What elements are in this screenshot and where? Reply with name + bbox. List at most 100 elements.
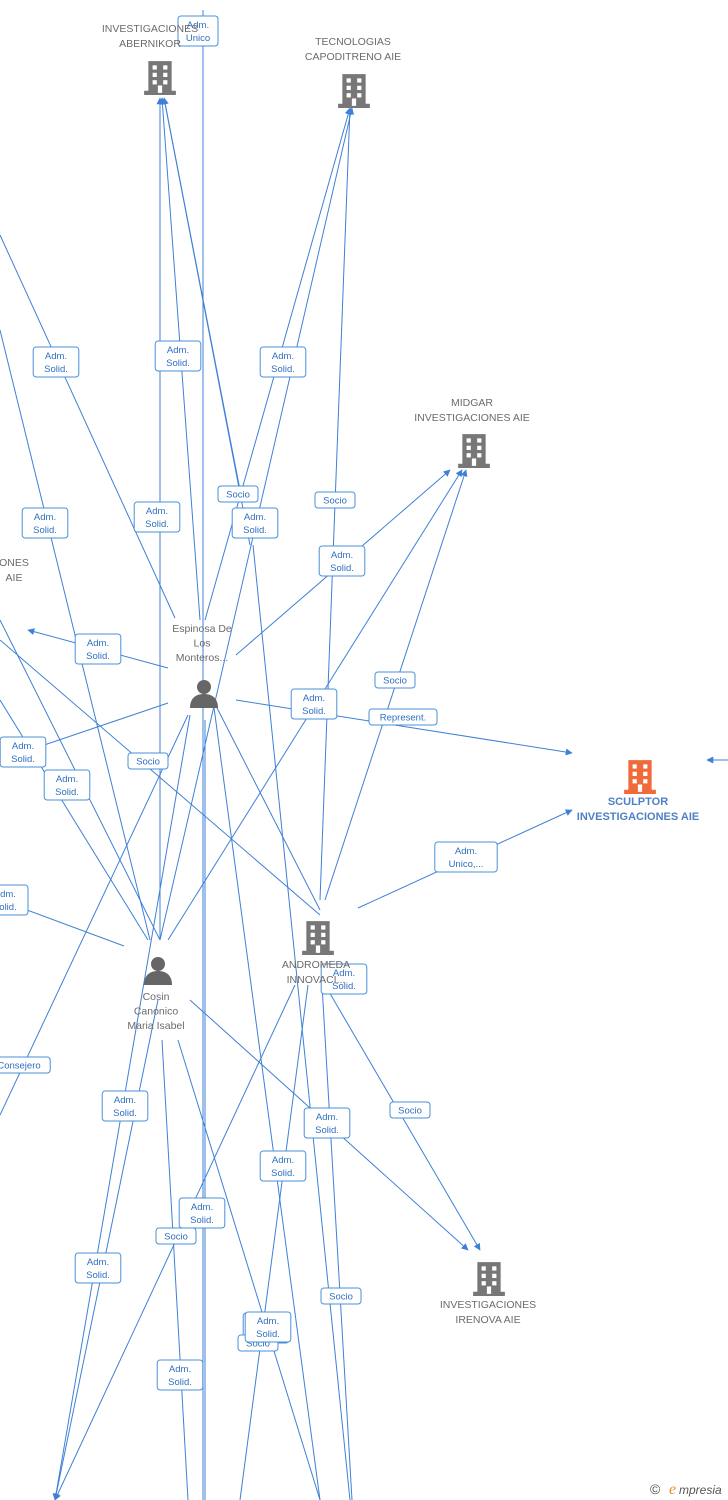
relationship-label[interactable]: Adm.Solid.	[0, 736, 47, 768]
relationship-label[interactable]: Socio	[217, 485, 259, 503]
node-andromeda[interactable]: ANDROMEDAINNOVACI...	[282, 921, 350, 986]
relationship-edge	[235, 699, 573, 756]
building-icon	[144, 61, 176, 95]
empresia-watermark: © e mpresia	[650, 1481, 722, 1498]
relationship-label-text: Adm.	[114, 1095, 136, 1106]
relationship-label-box	[374, 671, 416, 689]
relationship-label[interactable]: Adm. Unico	[177, 15, 219, 47]
relationship-label[interactable]: Socio	[127, 752, 169, 770]
node-label: SCULPTOR	[608, 796, 668, 808]
relationship-label[interactable]: Socio	[314, 491, 356, 509]
node-label: TECNOLOGIAS	[315, 36, 391, 48]
relationship-label[interactable]: Adm.Solid.	[244, 1311, 292, 1343]
relationship-label[interactable]: Socio	[320, 1287, 362, 1305]
relationship-label-text: Adm.	[187, 20, 209, 31]
relationship-label[interactable]: dm.olid.	[0, 884, 29, 916]
node-label: Maria Isabel	[127, 1020, 184, 1032]
relationship-edge	[0, 329, 151, 941]
relationship-label-box	[368, 708, 438, 726]
relationship-label-text: Adm.	[12, 741, 34, 752]
relationship-label-text: Solid.	[190, 1215, 214, 1226]
relationship-label-text: dm.	[0, 889, 16, 900]
relationship-label[interactable]: Adm.Solid.	[231, 507, 279, 539]
node-espinosa[interactable]: Espinosa DeLosMonteros...	[172, 623, 232, 708]
relationship-label[interactable]: Adm. Unico,...	[434, 841, 498, 873]
relationship-label[interactable]: Adm. Solid.	[290, 688, 338, 720]
relationship-label-text: Adm.	[87, 638, 109, 649]
relationship-label[interactable]: Socio	[374, 671, 416, 689]
relationship-label[interactable]: Adm.Solid.	[156, 1359, 204, 1391]
relationship-label-text: Solid.	[113, 1108, 137, 1119]
node-label: INVESTIGACIONES AIE	[577, 811, 699, 823]
relationship-label-text: Adm.	[191, 1202, 213, 1213]
relationship-label-text: Adm.	[272, 1155, 294, 1166]
relationship-label-text: Socio	[164, 1232, 188, 1243]
node-label: IRENOVA AIE	[455, 1314, 520, 1326]
relationship-label[interactable]: Adm. Solid.	[101, 1090, 149, 1122]
relationship-label-text: Unico	[186, 33, 210, 44]
relationship-label-text: Adm.	[257, 1316, 279, 1327]
relationship-label-text: Socio	[398, 1106, 422, 1117]
relationship-edge	[161, 97, 251, 546]
relationship-label-box	[74, 1252, 122, 1284]
relationship-edge	[52, 999, 159, 1500]
relationship-label[interactable]: Adm.Solid.	[74, 633, 122, 665]
relationship-label-text: Adm.	[45, 351, 67, 362]
relationship-label[interactable]: Adm.Solid.	[43, 769, 91, 801]
relationship-label-box	[32, 346, 80, 378]
relationship-label[interactable]: Adm.Solid.	[74, 1252, 122, 1284]
relationship-label[interactable]: Adm.Solid.	[318, 545, 366, 577]
relationship-label[interactable]: Adm. Solid.	[259, 1150, 307, 1182]
relationship-label-box	[178, 1197, 226, 1229]
building-icon	[473, 1262, 505, 1296]
node-label: Monteros...	[176, 652, 229, 664]
relationship-label-box	[231, 507, 279, 539]
relationship-edge	[0, 639, 321, 916]
node-label: Espinosa De	[172, 623, 232, 635]
person-icon	[144, 957, 172, 985]
relationship-label[interactable]: Adm.Solid.	[303, 1107, 351, 1139]
relationship-label[interactable]: Adm. Solid.	[178, 1197, 226, 1229]
building-icon	[458, 434, 490, 468]
relationship-label-text: Consejero	[0, 1061, 41, 1072]
edge-labels-layer: Adm.UnicoAdm.Solid.Adm.Solid.Adm.Solid.S…	[0, 15, 498, 1391]
relationship-label-text: Solid.	[44, 364, 68, 375]
relationship-label[interactable]: Adm.Solid.	[259, 346, 307, 378]
relationship-label[interactable]: Adm. Solid.	[32, 346, 80, 378]
copyright-symbol: ©	[650, 1481, 661, 1497]
relationship-label-text: Solid.	[243, 525, 267, 536]
relationship-edge	[321, 984, 353, 1500]
relationship-label[interactable]: Represent.	[368, 708, 438, 726]
relationship-label-text: Adm.	[303, 693, 325, 704]
relationship-label[interactable]: Adm.Solid.	[320, 963, 368, 995]
relationship-label[interactable]: Adm.Solid.	[133, 501, 181, 533]
node-label: MIDGAR	[451, 397, 493, 409]
building-icon	[302, 921, 334, 955]
relationship-edge	[212, 699, 321, 1500]
relationship-label-box	[217, 485, 259, 503]
relationship-label[interactable]: Socio	[155, 1227, 197, 1245]
relationship-label-text: Solid.	[271, 1168, 295, 1179]
relationship-edge	[161, 1039, 189, 1500]
node-irenova[interactable]: INVESTIGACIONES IRENOVA AIE	[440, 1262, 536, 1326]
relationship-label-text: Unico,...	[449, 859, 484, 870]
node-label: CAPODITRENO AIE	[305, 51, 401, 63]
relationship-label-box	[177, 15, 219, 47]
brand-name: mpresia	[679, 1483, 722, 1497]
relationship-label-text: Adm.	[455, 846, 477, 857]
node-label: INVESTIGACIONES	[440, 1299, 536, 1311]
node-label: Canonico	[134, 1006, 179, 1018]
relationship-label-text: Socio	[136, 757, 160, 768]
relationship-label[interactable]: Adm.Solid.	[154, 340, 202, 372]
relationship-label[interactable]: Adm.Solid.	[21, 507, 69, 539]
node-capoditreno[interactable]: TECNOLOGIAS CAPODITRENO AIE	[305, 36, 401, 108]
relationship-label-text: Solid.	[302, 706, 326, 717]
relationship-label[interactable]: Consejero	[0, 1056, 51, 1074]
node-sculptor[interactable]: SCULPTOR INVESTIGACIONES AIE	[577, 760, 699, 823]
relationship-label[interactable]: Socio	[389, 1101, 431, 1119]
relationship-label-box	[389, 1101, 431, 1119]
